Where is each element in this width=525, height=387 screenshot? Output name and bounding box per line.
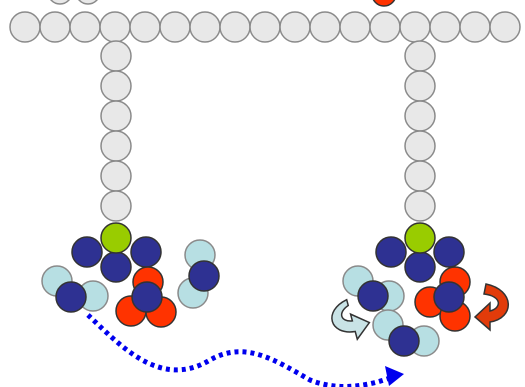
red-bead — [372, 0, 396, 7]
chain-bead — [369, 11, 401, 43]
arrow-head-icon — [385, 366, 404, 386]
blue-bead — [55, 281, 87, 313]
chain-bead — [219, 11, 251, 43]
blue-bead — [100, 251, 132, 283]
left-vertical-chain — [100, 40, 132, 222]
lime-bead — [100, 222, 132, 254]
chain-bead — [100, 130, 132, 162]
blue-bead — [71, 236, 103, 268]
chain-bead — [50, 0, 70, 5]
blue-bead — [375, 236, 407, 268]
chain-bead — [404, 160, 436, 192]
chain-bead — [100, 190, 132, 222]
chain-bead — [489, 11, 521, 43]
chain-bead — [39, 11, 71, 43]
top-edge-beads — [50, 0, 396, 7]
blue-bead — [388, 325, 420, 357]
movement-arrow — [86, 313, 404, 387]
chain-bead — [404, 40, 436, 72]
lime-bead — [404, 222, 436, 254]
chain-bead — [100, 70, 132, 102]
blue-bead — [131, 281, 163, 313]
chain-bead — [9, 11, 41, 43]
blue-bead — [130, 236, 162, 268]
chain-bead — [69, 11, 101, 43]
chain-bead — [309, 11, 341, 43]
chain-bead — [404, 190, 436, 222]
blue-bead — [188, 260, 220, 292]
chain-bead — [459, 11, 491, 43]
right-cluster — [342, 222, 471, 357]
chain-bead — [100, 40, 132, 72]
chain-bead — [429, 11, 461, 43]
chain-bead — [399, 11, 431, 43]
chain-bead — [279, 11, 311, 43]
blue-bead — [433, 281, 465, 313]
chain-bead — [404, 130, 436, 162]
rotate-left-arrow-icon — [331, 298, 371, 341]
rotate-right-arrow-icon — [473, 283, 509, 332]
chain-bead — [249, 11, 281, 43]
chain-bead — [404, 70, 436, 102]
chain-bead — [189, 11, 221, 43]
chain-bead — [100, 160, 132, 192]
blue-bead — [404, 251, 436, 283]
blue-bead — [433, 236, 465, 268]
chain-bead — [339, 11, 371, 43]
chain-bead — [78, 0, 98, 5]
left-cluster — [41, 222, 220, 328]
top-bead-chain — [9, 11, 521, 43]
chain-bead — [99, 11, 131, 43]
blue-bead — [357, 280, 389, 312]
chain-bead — [159, 11, 191, 43]
chain-bead — [100, 100, 132, 132]
chain-bead — [404, 100, 436, 132]
right-vertical-chain — [404, 40, 436, 222]
chain-bead — [129, 11, 161, 43]
